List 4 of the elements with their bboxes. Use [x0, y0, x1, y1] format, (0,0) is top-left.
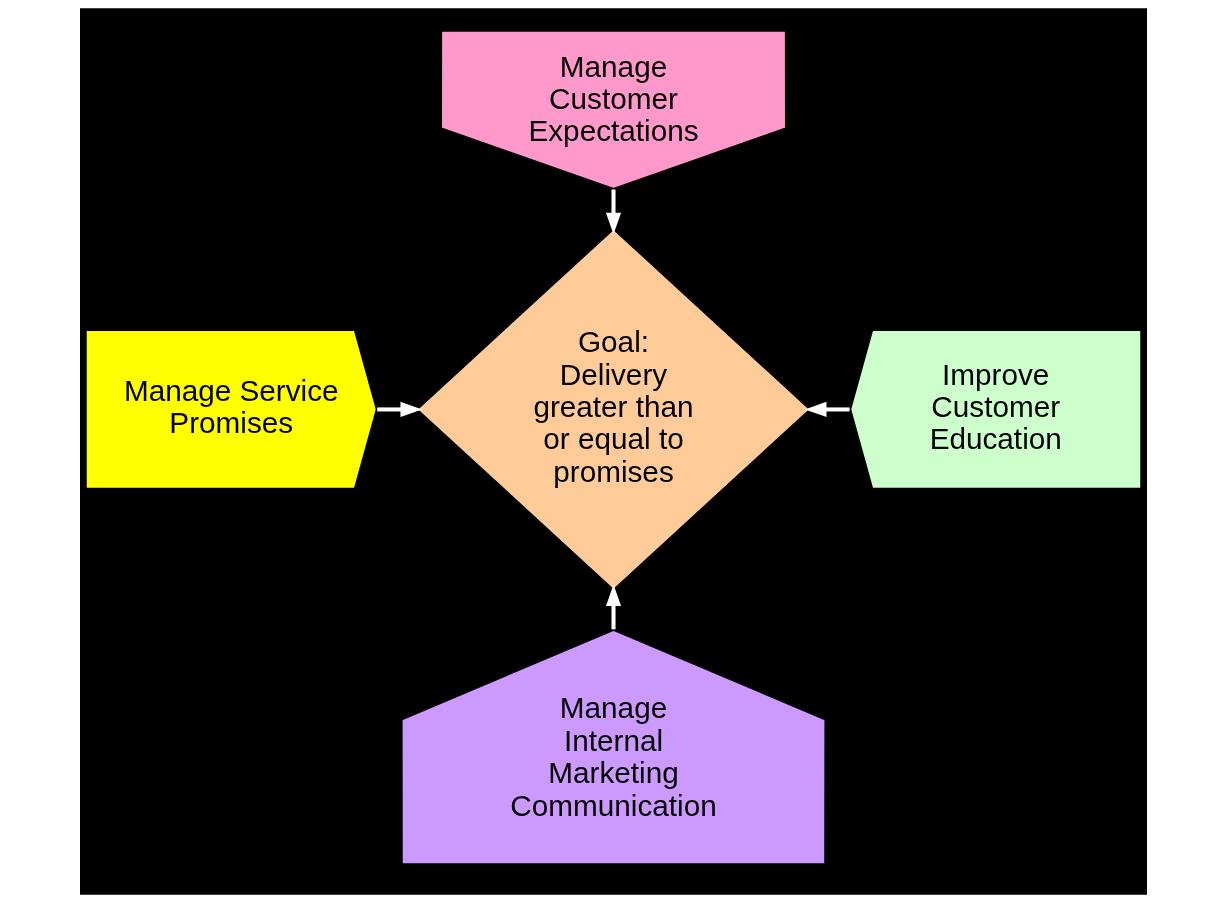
- arrow: [804, 401, 850, 417]
- arrow: [605, 189, 622, 235]
- arrow: [377, 401, 423, 417]
- arrow: [605, 584, 622, 630]
